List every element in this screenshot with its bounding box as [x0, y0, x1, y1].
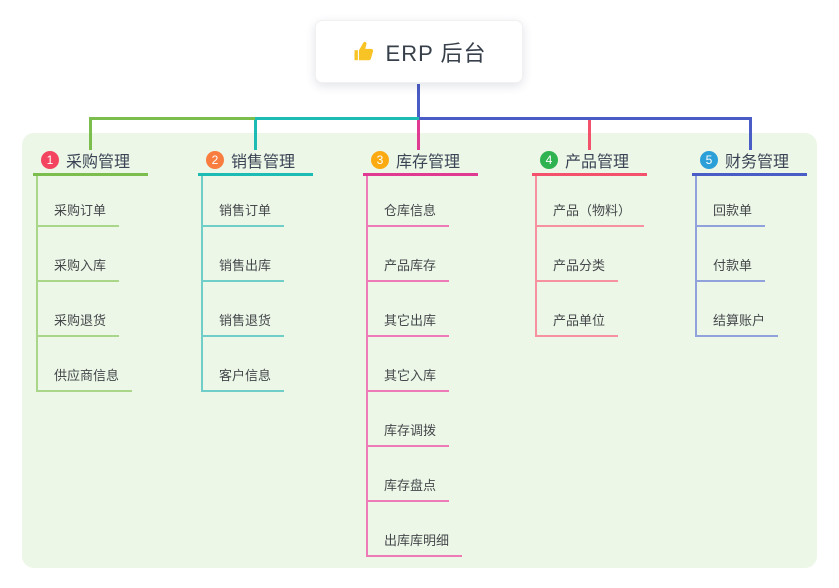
branch-node-label: 采购管理 [66, 153, 131, 171]
branch-3: 3 库存管理 仓库信息产品库存其它出库其它入库库存调拨库存盘点出库库明细 [363, 146, 513, 557]
branch-2: 2 销售管理 销售订单销售出库销售退货客户信息 [198, 146, 348, 392]
branch-number-badge: 2 [206, 150, 224, 169]
child-node-label[interactable]: 采购入库 [38, 255, 120, 282]
branch-node[interactable]: 1 采购管理 [33, 146, 148, 176]
connector-segment-3 [419, 117, 752, 120]
child-node-label[interactable]: 回款单 [697, 200, 766, 227]
connector-segment-1 [89, 117, 255, 120]
branch-3-child-4: 其它入库 [368, 337, 513, 392]
branch-3-child-5: 库存调拨 [368, 392, 513, 447]
branch-node[interactable]: 4 产品管理 [532, 146, 647, 176]
branch-1-child-3: 采购退货 [38, 282, 183, 337]
branch-4-child-2: 产品分类 [537, 227, 682, 282]
child-node-label[interactable]: 供应商信息 [38, 365, 133, 392]
branch-node-label: 财务管理 [725, 153, 790, 171]
root-node[interactable]: ERP 后台 [315, 20, 523, 83]
branch-3-child-2: 产品库存 [368, 227, 513, 282]
branch-3-drop-line [417, 120, 420, 150]
child-node-label[interactable]: 出库库明细 [368, 530, 463, 557]
child-node-label[interactable]: 销售退货 [203, 310, 285, 337]
connector-segment-2 [255, 117, 419, 120]
branch-children: 仓库信息产品库存其它出库其它入库库存调拨库存盘点出库库明细 [366, 176, 513, 557]
branch-number-badge: 5 [700, 150, 718, 169]
branch-children: 产品（物料） 产品分类产品单位 [535, 176, 682, 337]
branch-1-child-1: 采购订单 [38, 176, 183, 227]
branch-2-child-2: 销售出库 [203, 227, 348, 282]
branch-3-child-1: 仓库信息 [368, 176, 513, 227]
branch-5-child-3: 结算账户 [697, 282, 839, 337]
branch-children: 销售订单销售出库销售退货客户信息 [201, 176, 348, 392]
branch-node[interactable]: 3 库存管理 [363, 146, 478, 176]
branch-2-child-4: 客户信息 [203, 337, 348, 392]
branch-4-child-1: 产品（物料） [537, 176, 682, 227]
child-node-label[interactable]: 其它入库 [368, 365, 450, 392]
branch-3-child-6: 库存盘点 [368, 447, 513, 502]
child-node-label[interactable]: 采购退货 [38, 310, 120, 337]
branch-4-child-3: 产品单位 [537, 282, 682, 337]
child-node-label[interactable]: 销售出库 [203, 255, 285, 282]
branch-1: 1 采购管理 采购订单采购入库采购退货供应商信息 [33, 146, 183, 392]
root-node-label: ERP 后台 [385, 40, 487, 66]
branch-2-child-1: 销售订单 [203, 176, 348, 227]
child-node-label[interactable]: 产品单位 [537, 310, 619, 337]
root-connector-line [417, 84, 420, 120]
branch-number-badge: 4 [540, 150, 558, 169]
child-node-label[interactable]: 付款单 [697, 255, 766, 282]
branch-2-drop-line [254, 120, 257, 150]
child-node-label[interactable]: 产品（物料） [537, 200, 645, 227]
branch-node-label: 销售管理 [231, 153, 296, 171]
branch-children: 采购订单采购入库采购退货供应商信息 [36, 176, 183, 392]
mindmap-panel [22, 133, 817, 568]
child-node-label[interactable]: 其它出库 [368, 310, 450, 337]
branch-1-drop-line [89, 117, 92, 150]
child-node-label[interactable]: 结算账户 [697, 310, 779, 337]
branch-1-child-4: 供应商信息 [38, 337, 183, 392]
branch-node-label: 产品管理 [565, 153, 630, 171]
branch-node-label: 库存管理 [396, 153, 461, 171]
branch-5: 5 财务管理 回款单付款单结算账户 [692, 146, 839, 337]
child-node-label[interactable]: 库存盘点 [368, 475, 450, 502]
branch-node[interactable]: 5 财务管理 [692, 146, 807, 176]
branch-5-child-1: 回款单 [697, 176, 839, 227]
child-node-label[interactable]: 库存调拨 [368, 420, 450, 447]
branch-5-drop-line [749, 117, 752, 150]
branch-node[interactable]: 2 销售管理 [198, 146, 313, 176]
child-node-label[interactable]: 采购订单 [38, 200, 120, 227]
thumbs-up-icon [352, 40, 376, 64]
branch-number-badge: 3 [371, 150, 389, 169]
branch-children: 回款单付款单结算账户 [695, 176, 839, 337]
child-node-label[interactable]: 产品库存 [368, 255, 450, 282]
child-node-label[interactable]: 销售订单 [203, 200, 285, 227]
child-node-label[interactable]: 客户信息 [203, 365, 285, 392]
branch-number-badge: 1 [41, 150, 59, 169]
branch-1-child-2: 采购入库 [38, 227, 183, 282]
branch-4: 4 产品管理 产品（物料） 产品分类产品单位 [532, 146, 682, 337]
child-node-label[interactable]: 产品分类 [537, 255, 619, 282]
branch-2-child-3: 销售退货 [203, 282, 348, 337]
branch-3-child-3: 其它出库 [368, 282, 513, 337]
branch-3-child-7: 出库库明细 [368, 502, 513, 557]
child-node-label[interactable]: 仓库信息 [368, 200, 450, 227]
branch-4-drop-line [588, 120, 591, 150]
branch-5-child-2: 付款单 [697, 227, 839, 282]
